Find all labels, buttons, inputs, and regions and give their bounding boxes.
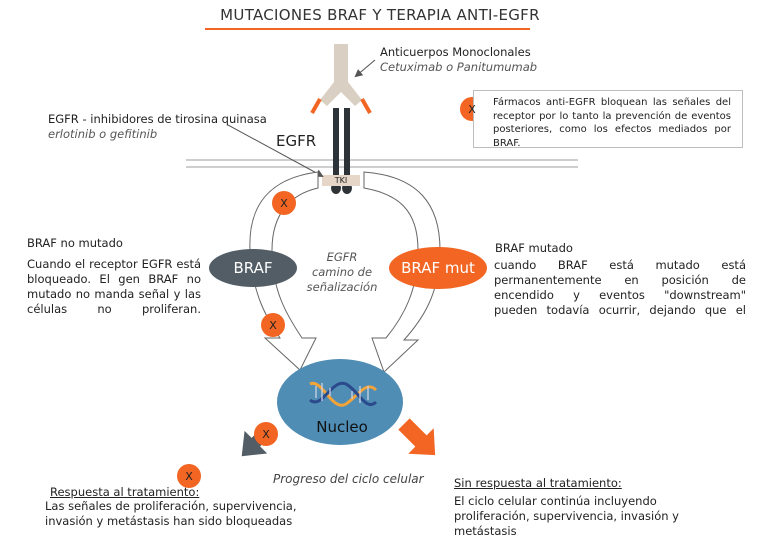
x-marker-outcome <box>254 422 278 446</box>
braf-wild-node-label: BRAF <box>233 259 273 277</box>
braf-mut-text: cuando BRAF está mutado está permanentem… <box>494 258 746 317</box>
x-label-receptor: X <box>280 197 288 210</box>
braf-wild-heading: BRAF no mutado <box>27 236 123 250</box>
braf-mut-heading: BRAF mutado <box>495 241 573 255</box>
response-text: Las señales de proliferación, superviven… <box>45 499 297 528</box>
response-heading: Respuesta al tratamiento: <box>50 485 200 499</box>
egfr-receptor <box>322 108 360 194</box>
braf-wild-node <box>209 249 297 287</box>
diagram-title: MUTACIONES BRAF Y TERAPIA ANTI-EGFR <box>220 6 540 24</box>
tki-badge: TKI <box>334 176 348 185</box>
x-marker-response <box>177 464 201 488</box>
x-label-outcome: X <box>262 428 270 441</box>
info-box <box>473 90 743 148</box>
monoclonal-antibody <box>310 44 372 114</box>
braf-wild-text: Cuando el receptor EGFR está bloqueado. … <box>27 257 201 316</box>
tki-label: EGFR - inhibidores de tirosina quinasa <box>48 112 267 126</box>
tki-pointer <box>227 124 324 177</box>
x-marker-receptor <box>272 191 296 215</box>
cell-membrane <box>186 159 578 168</box>
pathway-label-2: camino de <box>311 265 373 279</box>
antibody-label: Anticuerpos Monoclonales <box>380 45 531 59</box>
dna-icon <box>309 381 378 407</box>
antibody-drugs: Cetuximab o Panitumumab <box>380 60 538 74</box>
braf-mut-node <box>389 247 487 289</box>
braf-mut-node-label: BRAF mut <box>401 259 475 277</box>
info-box-marker: X <box>468 103 476 116</box>
cell-cycle-label: Progreso del ciclo celular <box>273 472 424 486</box>
tki-drugs: erlotinib o gefitinib <box>48 127 158 141</box>
x-marker-braf <box>261 313 285 337</box>
x-label-response: X <box>185 470 193 483</box>
progression-outcome-arrow <box>398 418 436 456</box>
title-underline <box>205 28 530 30</box>
info-box-text: Fármacos anti-EGFR bloquean las señales … <box>493 97 731 149</box>
x-label-braf: X <box>269 319 277 332</box>
antibody-pointer <box>354 59 376 78</box>
egfr-label: EGFR <box>276 132 317 150</box>
pathway-label-1: EGFR <box>326 250 358 264</box>
nucleus <box>277 359 403 445</box>
no-response-heading: Sin respuesta al tratamiento: <box>454 476 622 490</box>
nucleus-label: Nucleo <box>316 418 368 436</box>
no-response-text: El ciclo celular continúa incluyendo pro… <box>454 494 679 538</box>
pathway-label-3: señalización <box>306 280 378 294</box>
pathway-arrows <box>249 171 441 373</box>
